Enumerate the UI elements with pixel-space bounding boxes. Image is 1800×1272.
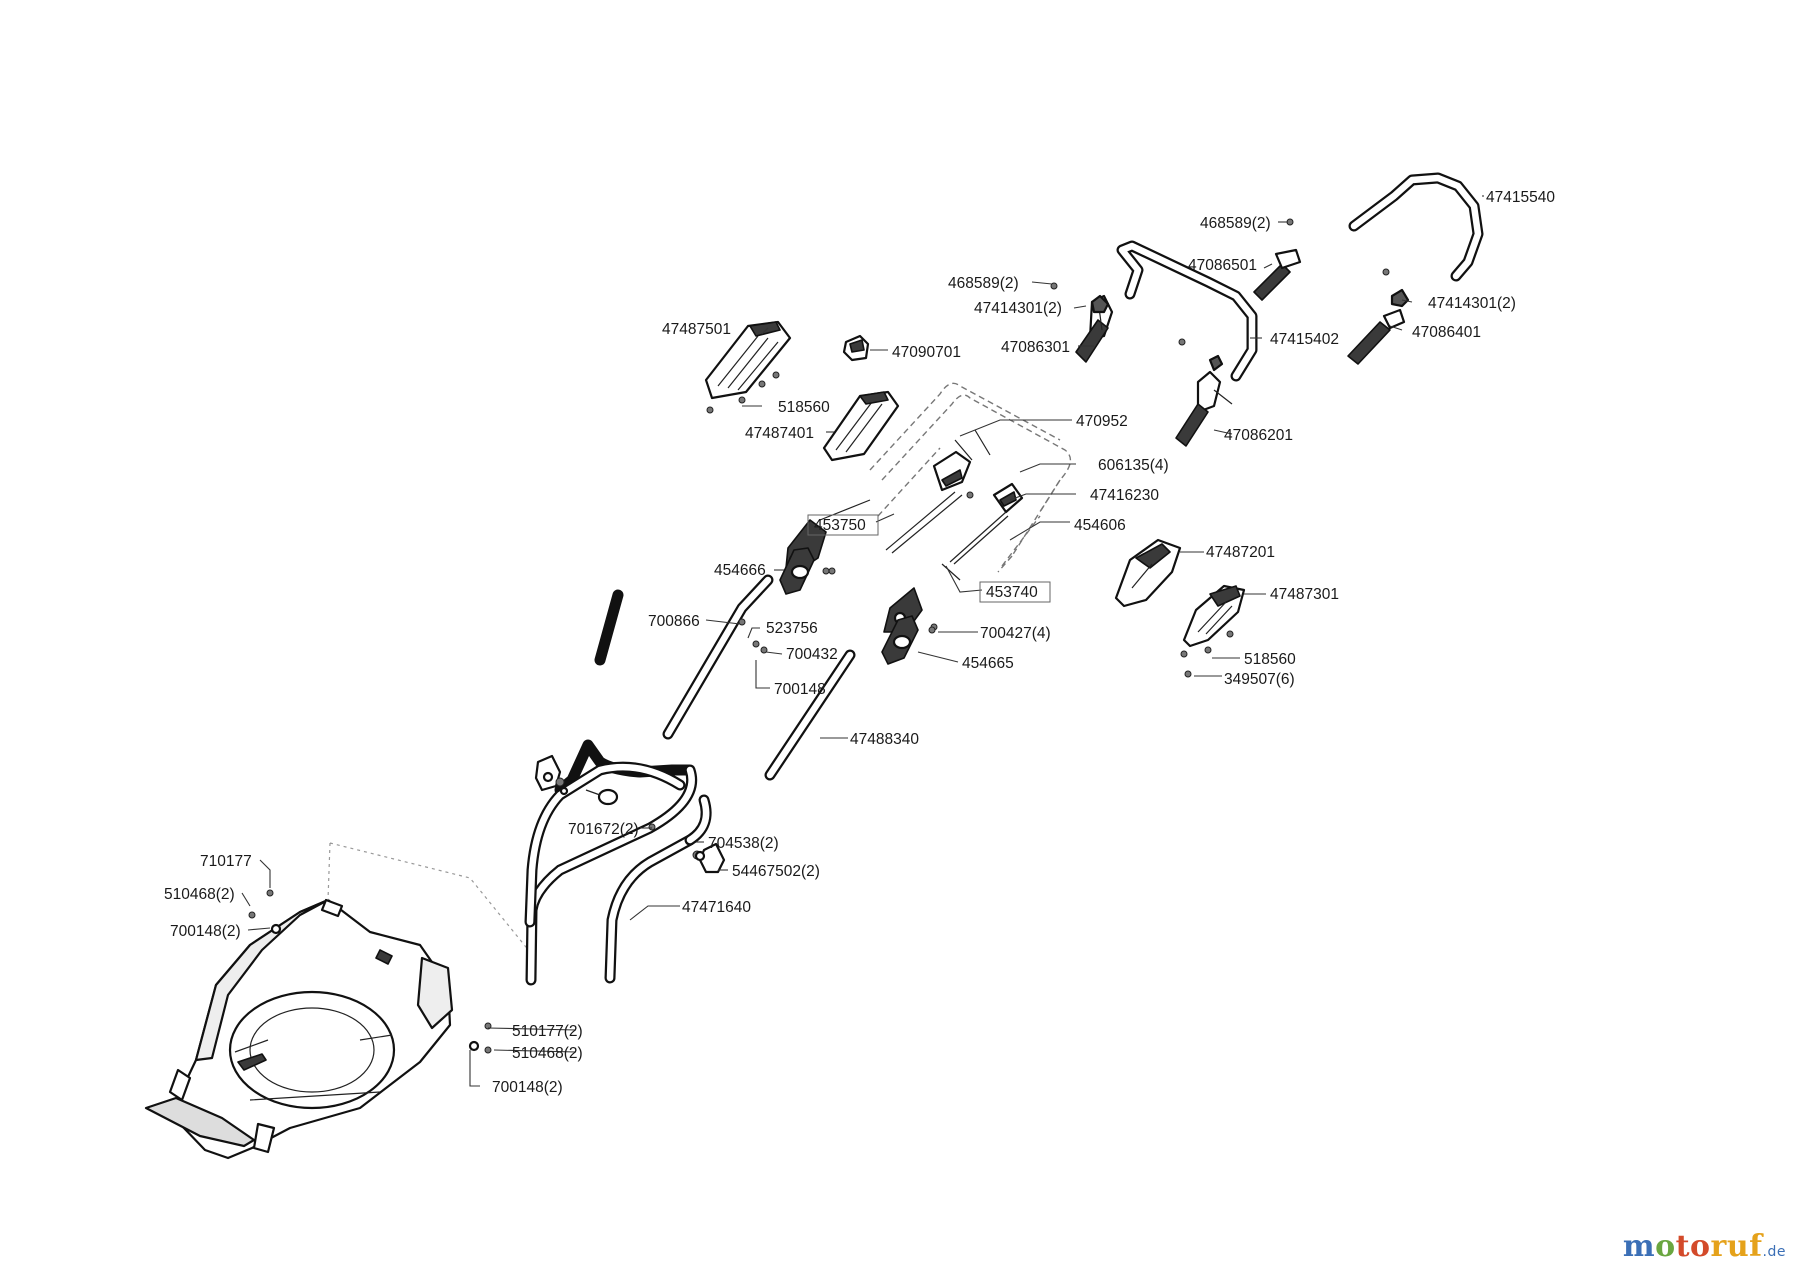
watermark-part-4: ruf — [1710, 1229, 1763, 1264]
deck-alignment-guide — [327, 842, 531, 953]
part-label-454606: 454606 — [1074, 517, 1126, 534]
screws-518560-left — [706, 371, 780, 414]
cover-47487501 — [704, 320, 792, 400]
part-label-710177: 710177 — [200, 853, 252, 870]
part-label-47414301-right: 47414301(2) — [1428, 295, 1516, 312]
part-label-510177: 510177(2) — [512, 1023, 583, 1040]
bail-47415402 — [1116, 240, 1258, 382]
part-label-47415540: 47415540 — [1486, 189, 1555, 206]
part-label-454665: 454665 — [962, 655, 1014, 672]
part-label-700866: 700866 — [648, 613, 700, 630]
lever-47086401 — [1347, 308, 1406, 365]
bracket-454665 — [881, 615, 919, 665]
lever-47086501 — [1253, 248, 1302, 301]
part-label-606135: 606135(4) — [1098, 457, 1169, 474]
part-label-47414301-left: 47414301(2) — [974, 300, 1062, 317]
watermark-part-5: .de — [1762, 1244, 1786, 1260]
part-label-47086401: 47086401 — [1412, 324, 1481, 341]
watermark-part-2: o — [1655, 1229, 1676, 1264]
part-label-47488340: 47488340 — [850, 731, 919, 748]
part-label-510468-right: 510468(2) — [512, 1045, 583, 1062]
part-label-468589-mid: 468589(2) — [948, 275, 1019, 292]
cover-47487401 — [822, 390, 900, 462]
control-unit-470952 — [932, 429, 1024, 514]
screws-349507-518560-right — [1180, 630, 1234, 678]
part-label-453740: 453740 — [986, 584, 1038, 601]
upper-handle — [869, 382, 1072, 573]
part-label-47416230: 47416230 — [1090, 487, 1159, 504]
part-label-47415402: 47415402 — [1270, 331, 1339, 348]
part-label-47487501: 47487501 — [662, 321, 731, 338]
part-label-700148-left: 700148(2) — [170, 923, 241, 940]
part-label-518560-right: 518560 — [1244, 651, 1296, 668]
upper-handle-clamps — [785, 519, 938, 633]
cover-47487201 — [1114, 538, 1182, 608]
part-label-54467502: 54467502(2) — [732, 863, 820, 880]
handle-clamp-knobs — [534, 754, 726, 874]
lever-47086201 — [1175, 370, 1233, 447]
part-label-700148-bottom: 700148(2) — [492, 1079, 563, 1096]
part-label-700432: 700432 — [786, 646, 838, 663]
part-label-47086501: 47086501 — [1188, 257, 1257, 274]
part-label-349507: 349507(6) — [1224, 671, 1295, 688]
part-label-704538: 704538(2) — [708, 835, 779, 852]
part-label-47487201: 47487201 — [1206, 544, 1275, 561]
part-label-523756: 523756 — [766, 620, 818, 637]
part-label-510468-left: 510468(2) — [164, 886, 235, 903]
part-labels: 47415540 468589(2) 47086501 468589(2) 47… — [164, 189, 1555, 1096]
cables-453750-453740 — [819, 491, 1009, 581]
part-label-468589-top: 468589(2) — [1200, 215, 1271, 232]
watermark-part-1: m — [1622, 1229, 1656, 1264]
mower-deck — [144, 898, 454, 1160]
watermark-part-3: to — [1675, 1229, 1711, 1264]
knob-47090701 — [842, 334, 870, 362]
middle-handle-bars — [594, 574, 856, 781]
part-label-47487401: 47487401 — [745, 425, 814, 442]
part-label-47487301: 47487301 — [1270, 586, 1339, 603]
part-label-47086201: 47086201 — [1224, 427, 1293, 444]
part-label-47086301: 47086301 — [1001, 339, 1070, 356]
bracket-454666 — [779, 547, 836, 595]
part-label-700148: 700148 — [774, 681, 826, 698]
cover-47487301 — [1182, 584, 1246, 648]
label-box-453740 — [979, 581, 1051, 603]
bail-47415540 — [1348, 172, 1484, 282]
part-label-518560-left: 518560 — [778, 399, 830, 416]
part-label-700427: 700427(4) — [980, 625, 1051, 642]
part-label-701672: 701672(2) — [568, 821, 639, 838]
clips-47414301 — [1090, 288, 1410, 372]
part-label-454666: 454666 — [714, 562, 766, 579]
screws-468589 — [1050, 218, 1390, 346]
motoruf-watermark: motoruf.de — [1623, 1229, 1786, 1264]
part-label-470952: 470952 — [1076, 413, 1128, 430]
leader-lines — [241, 195, 1484, 1087]
part-label-47090701: 47090701 — [892, 344, 961, 361]
part-label-453750: 453750 — [814, 517, 866, 534]
label-box-453750 — [807, 514, 879, 536]
part-label-47471640: 47471640 — [682, 899, 751, 916]
